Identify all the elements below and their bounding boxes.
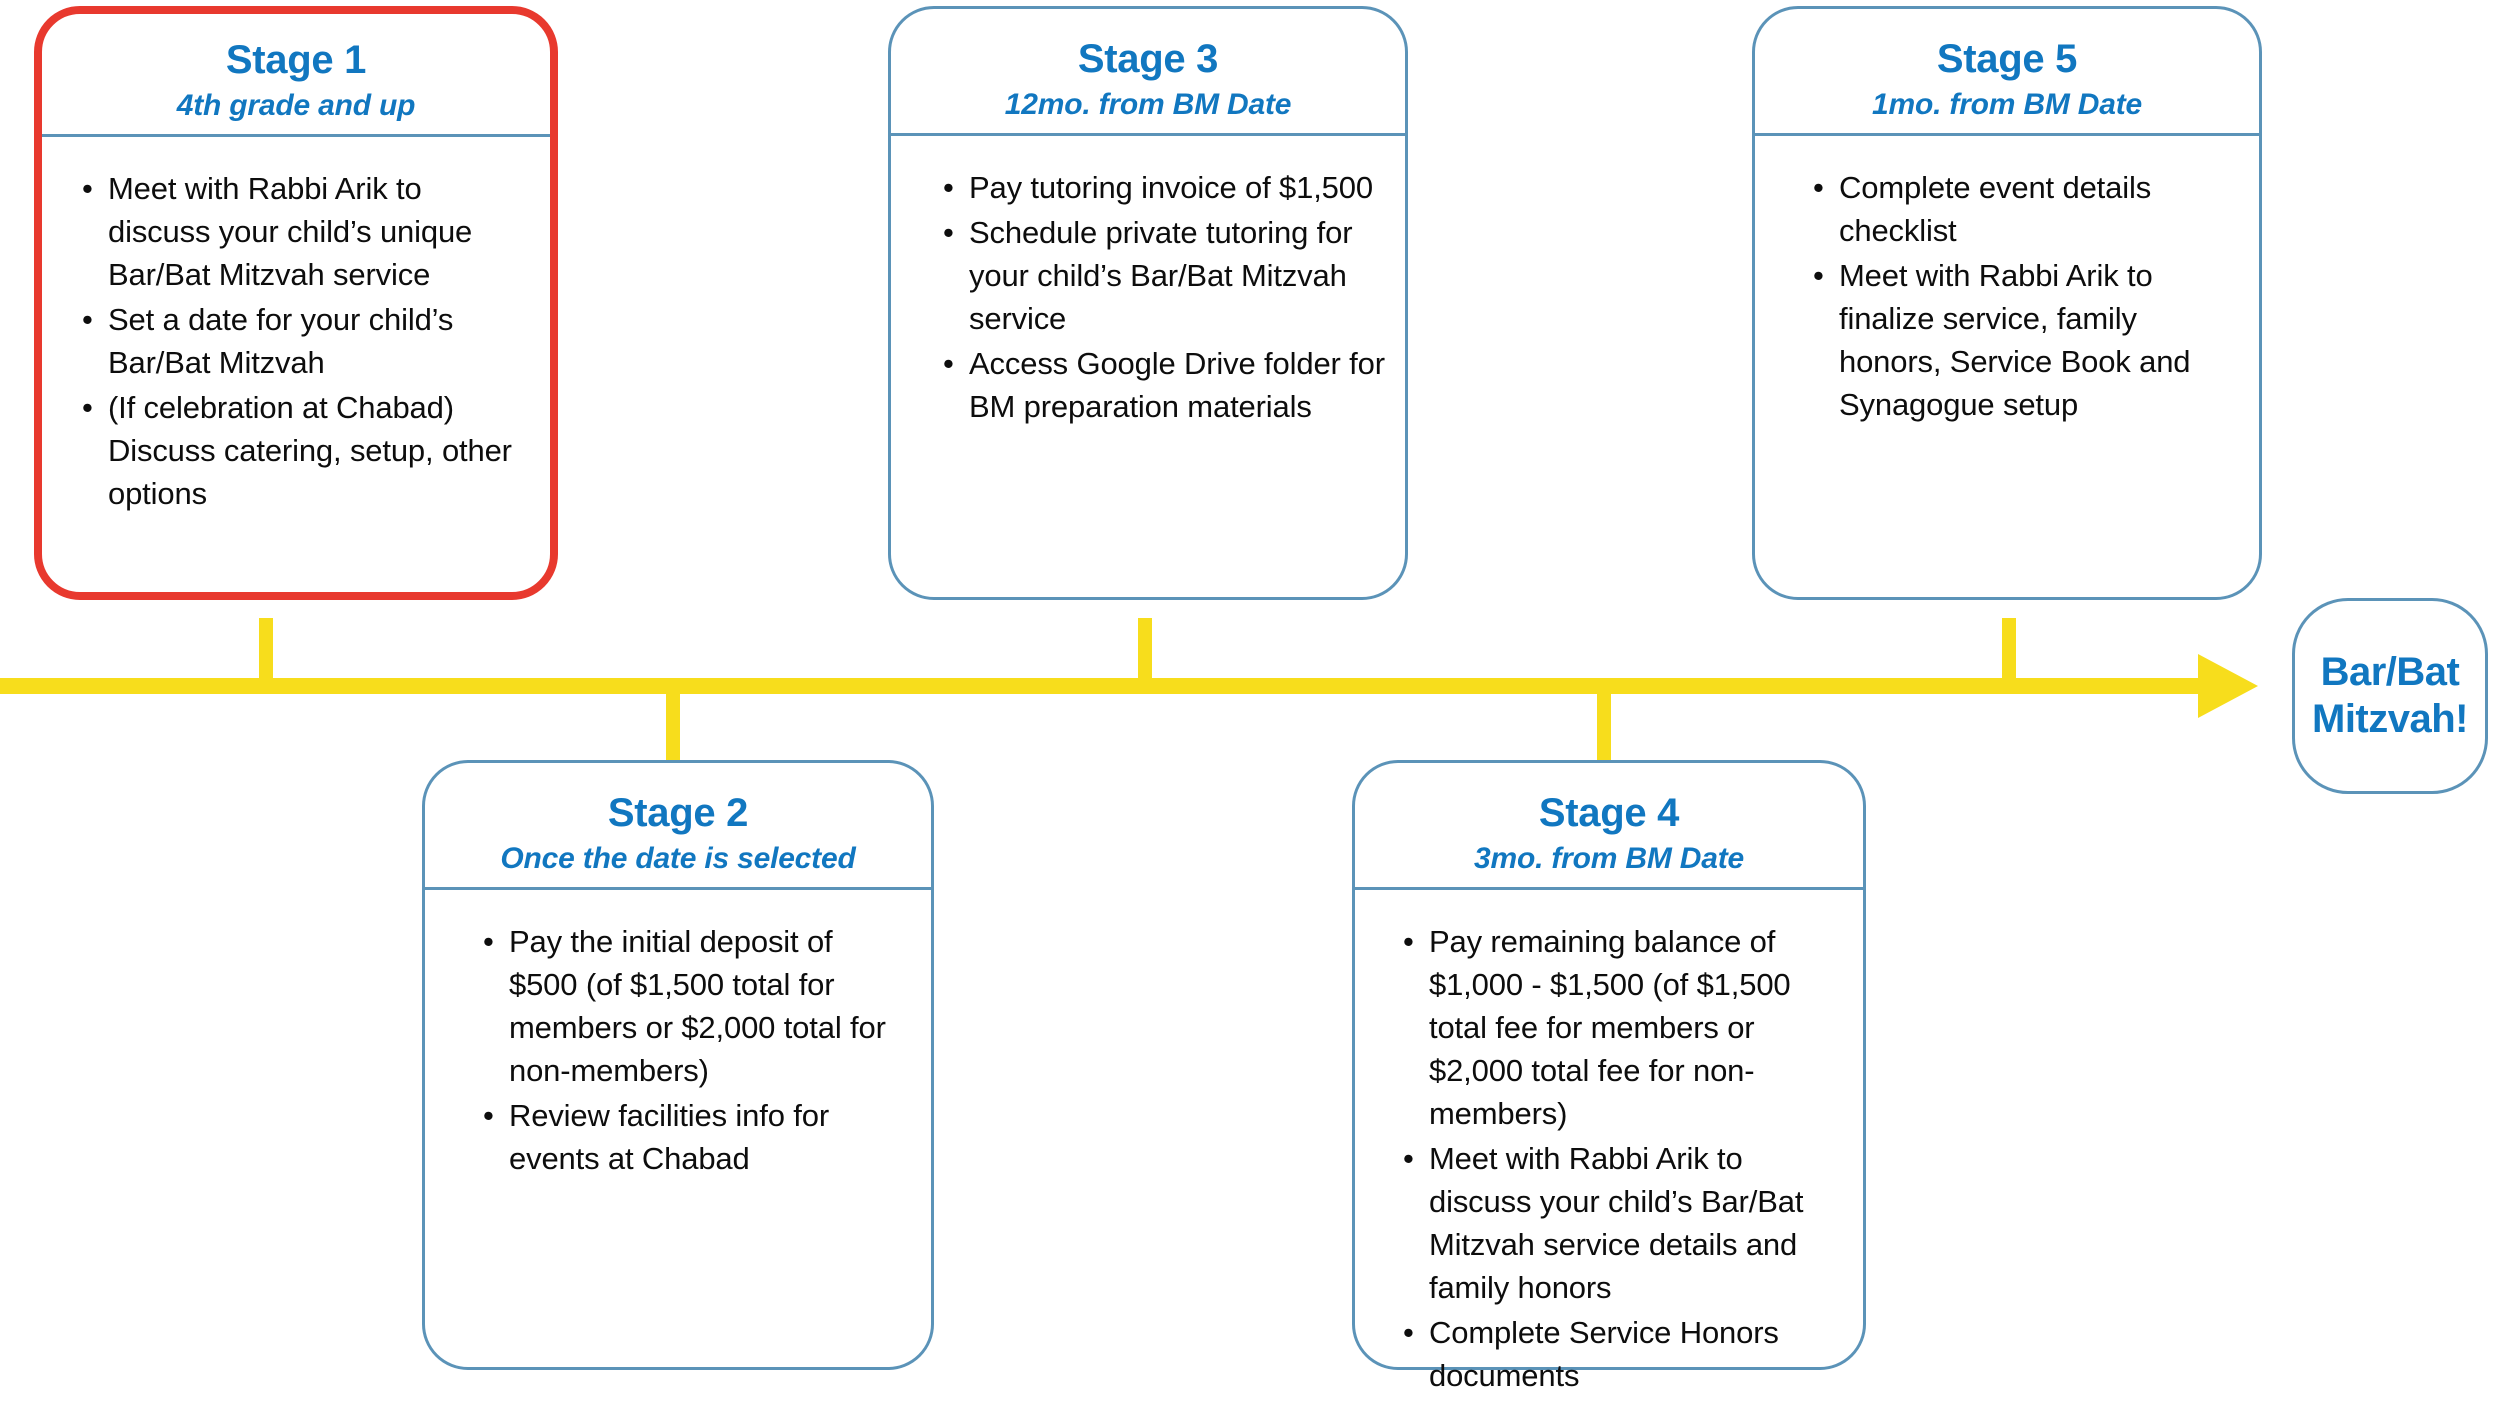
- timeline-axis-line: [0, 678, 2215, 694]
- timeline-arrowhead-icon: [2198, 654, 2258, 718]
- stage-card-body-stage-5: Complete event details checklist Meet wi…: [1755, 136, 2259, 597]
- stage-card-body-stage-2: Pay the initial deposit of $500 (of $1,5…: [425, 890, 931, 1367]
- timeline-endpoint-bubble[interactable]: Bar/Bat Mitzvah!: [2292, 598, 2488, 794]
- stage-card-stage-4[interactable]: Stage 4 3mo. from BM Date Pay remaining …: [1352, 760, 1866, 1393]
- stage-title-stage-4: Stage 4: [1538, 791, 1680, 835]
- stage-bullet-list-stage-4: Pay remaining balance of $1,000 - $1,500…: [1389, 920, 1851, 1397]
- list-item: Complete Service Honors documents: [1403, 1311, 1851, 1397]
- endpoint-line-1: Bar/Bat: [2320, 649, 2460, 694]
- stage-card-header-stage-5: Stage 5 1mo. from BM Date: [1755, 9, 2259, 137]
- connector-stem-stage-4: [1597, 688, 1611, 762]
- list-item: Meet with Rabbi Arik to discuss your chi…: [1403, 1137, 1851, 1309]
- stage-bullet-list-stage-5: Complete event details checklist Meet wi…: [1799, 166, 2237, 426]
- stage-subtitle-stage-2: Once the date is selected: [500, 841, 856, 875]
- stage-subtitle-stage-3: 12mo. from BM Date: [1004, 87, 1292, 121]
- stage-title-stage-5: Stage 5: [1936, 37, 2078, 81]
- stage-card-header-stage-2: Stage 2 Once the date is selected: [425, 763, 931, 891]
- list-item: Set a date for your child’s Bar/Bat Mitz…: [82, 298, 524, 384]
- stage-card-stage-3[interactable]: Stage 3 12mo. from BM Date Pay tutoring …: [888, 6, 1408, 600]
- list-item: Pay remaining balance of $1,000 - $1,500…: [1403, 920, 1851, 1135]
- stage-title-stage-2: Stage 2: [607, 791, 749, 835]
- list-item: Pay the initial deposit of $500 (of $1,5…: [483, 920, 909, 1092]
- stage-card-body-stage-3: Pay tutoring invoice of $1,500 Schedule …: [891, 136, 1405, 597]
- stage-subtitle-stage-5: 1mo. from BM Date: [1872, 87, 2142, 121]
- list-item: Meet with Rabbi Arik to finalize service…: [1813, 254, 2237, 426]
- stage-card-stage-1[interactable]: Stage 1 4th grade and up Meet with Rabbi…: [34, 6, 558, 600]
- connector-stem-stage-2: [666, 688, 680, 762]
- stage-subtitle-stage-4: 3mo. from BM Date: [1474, 841, 1744, 875]
- stage-card-header-stage-1: Stage 1 4th grade and up: [42, 14, 550, 138]
- stage-card-body-stage-1: Meet with Rabbi Arik to discuss your chi…: [42, 137, 550, 592]
- timeline-endpoint-label: Bar/Bat Mitzvah!: [2312, 649, 2469, 743]
- stage-title-stage-1: Stage 1: [225, 38, 367, 82]
- list-item: Meet with Rabbi Arik to discuss your chi…: [82, 167, 524, 296]
- list-item: Review facilities info for events at Cha…: [483, 1094, 909, 1180]
- connector-stem-stage-5: [2002, 618, 2016, 684]
- list-item: Schedule private tutoring for your child…: [943, 211, 1385, 340]
- list-item: Complete event details checklist: [1813, 166, 2237, 252]
- list-item: Pay tutoring invoice of $1,500: [943, 166, 1385, 209]
- stage-card-stage-2[interactable]: Stage 2 Once the date is selected Pay th…: [422, 760, 934, 1370]
- endpoint-line-2: Mitzvah!: [2312, 697, 2469, 741]
- stage-title-stage-3: Stage 3: [1077, 37, 1219, 81]
- stage-card-body-stage-4: Pay remaining balance of $1,000 - $1,500…: [1355, 890, 1863, 1406]
- connector-stem-stage-3: [1138, 618, 1152, 684]
- stage-bullet-list-stage-1: Meet with Rabbi Arik to discuss your chi…: [68, 167, 524, 515]
- list-item: Access Google Drive folder for BM prepar…: [943, 342, 1385, 428]
- connector-stem-stage-1: [259, 618, 273, 684]
- stage-bullet-list-stage-3: Pay tutoring invoice of $1,500 Schedule …: [929, 166, 1385, 428]
- stage-card-header-stage-3: Stage 3 12mo. from BM Date: [891, 9, 1405, 137]
- stage-card-header-stage-4: Stage 4 3mo. from BM Date: [1355, 763, 1863, 891]
- stage-subtitle-stage-1: 4th grade and up: [176, 88, 416, 122]
- stage-bullet-list-stage-2: Pay the initial deposit of $500 (of $1,5…: [469, 920, 909, 1180]
- stage-card-stage-5[interactable]: Stage 5 1mo. from BM Date Complete event…: [1752, 6, 2262, 600]
- list-item: (If celebration at Chabad) Discuss cater…: [82, 386, 524, 515]
